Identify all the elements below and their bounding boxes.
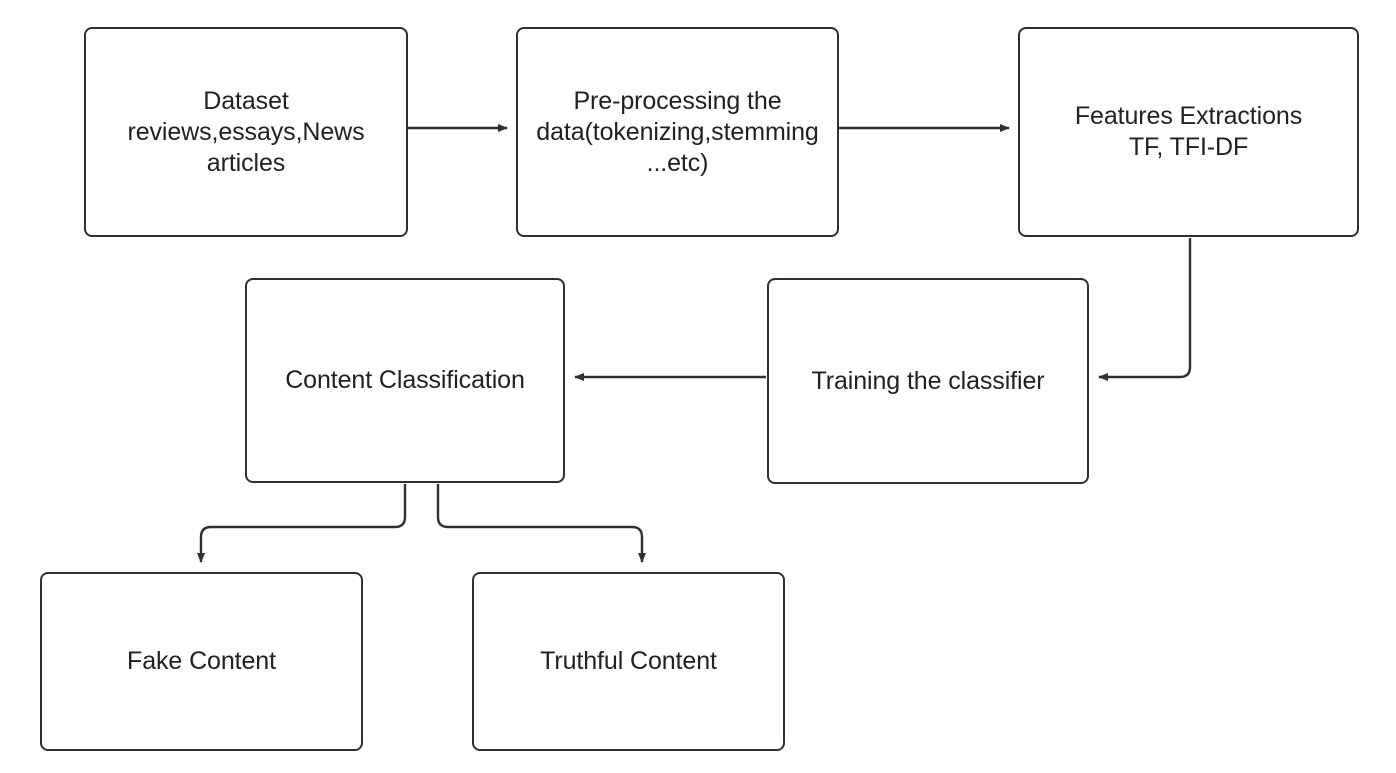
node-features-extractions-label: Features Extractions TF, TFI-DF bbox=[1074, 102, 1303, 161]
node-training-classifier-label: Training the classifier bbox=[811, 366, 1045, 395]
node-preprocessing[interactable]: Pre-processing the data(tokenizing,stemm… bbox=[516, 27, 839, 237]
node-preprocessing-label: Pre-processing the data(tokenizing,stemm… bbox=[536, 86, 819, 177]
node-training-classifier[interactable]: Training the classifier bbox=[767, 278, 1089, 484]
node-fake-content-label: Fake Content bbox=[127, 647, 276, 675]
node-features-extractions[interactable]: Features Extractions TF, TFI-DF bbox=[1018, 27, 1359, 237]
node-truthful-content-label: Truthful Content bbox=[540, 647, 717, 675]
edge-features-to-training bbox=[1098, 238, 1192, 381]
node-content-classification[interactable]: Content Classification bbox=[245, 278, 565, 483]
node-fake-content[interactable]: Fake Content bbox=[40, 572, 363, 751]
node-dataset-label: Dataset reviews,essays,News articles bbox=[127, 86, 365, 177]
node-dataset[interactable]: Dataset reviews,essays,News articles bbox=[84, 27, 408, 237]
edge-classification-to-fake bbox=[197, 484, 407, 563]
edge-classification-to-truthful bbox=[436, 484, 646, 563]
node-truthful-content[interactable]: Truthful Content bbox=[472, 572, 785, 751]
node-content-classification-label: Content Classification bbox=[285, 366, 525, 394]
